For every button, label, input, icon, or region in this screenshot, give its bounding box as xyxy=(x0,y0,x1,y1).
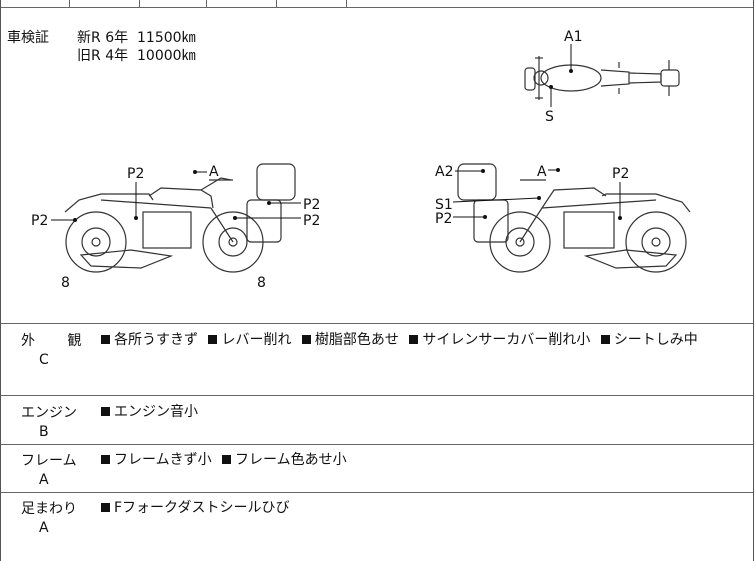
notes-engine: エンジン音小 xyxy=(101,401,204,421)
registration-unit: ㎞ xyxy=(181,48,196,64)
notes-suspension: Fフォークダストシールひび xyxy=(101,497,296,517)
section-title-exterior: 外 観 xyxy=(21,333,96,349)
bullet-square-icon xyxy=(409,335,419,344)
grade-suspension: A xyxy=(39,520,49,536)
registration-system: 旧R xyxy=(77,48,101,64)
bullet-square-icon xyxy=(101,455,110,464)
bullet-square-icon xyxy=(208,335,218,344)
registration-unit: ㎞ xyxy=(181,30,196,46)
leader-line xyxy=(193,170,207,174)
bullet-square-icon xyxy=(101,335,110,344)
leader-line xyxy=(134,182,138,220)
registration-odometer: 11500 xyxy=(137,30,182,46)
leader-line xyxy=(455,169,485,173)
damage-label-p2: P2 xyxy=(435,211,453,227)
damage-label-a2: A2 xyxy=(435,164,454,180)
damage-label-a: A xyxy=(209,164,219,180)
tire-mark-front: 8 xyxy=(61,275,70,291)
note-item: 各所うすきず xyxy=(114,332,198,348)
column-divider xyxy=(69,0,70,8)
motorcycle-top-view-diagram xyxy=(524,56,680,100)
registration-label: 車検証 xyxy=(7,30,49,46)
section-divider xyxy=(1,395,753,396)
registration-years: 6年 xyxy=(105,30,129,46)
damage-label-a1: A1 xyxy=(564,29,583,45)
leader-line xyxy=(569,44,573,73)
column-divider xyxy=(206,0,207,8)
leader-line xyxy=(618,182,622,220)
registration-years: 4年 xyxy=(105,48,129,64)
section-divider xyxy=(1,323,753,324)
damage-label-s1: S1 xyxy=(435,197,453,213)
section-divider xyxy=(1,444,753,445)
motorcycle-left-side-diagram xyxy=(64,163,296,273)
bullet-square-icon xyxy=(222,455,232,464)
note-item: サイレンサーカバー削れ小 xyxy=(422,332,591,348)
registration-odometer: 10000 xyxy=(137,48,182,64)
damage-label-p2: P2 xyxy=(612,166,630,182)
note-item: フレーム色あせ小 xyxy=(235,452,347,468)
bullet-square-icon xyxy=(101,503,110,512)
leader-line xyxy=(267,201,301,205)
grade-frame: A xyxy=(39,472,49,488)
notes-exterior: 各所うすきず レバー削れ 樹脂部色あせ サイレンサーカバー削れ小 シートしみ中 xyxy=(101,329,704,349)
registration-row: 旧R 4年 10000㎞ xyxy=(77,47,196,65)
leader-line xyxy=(549,85,553,107)
leader-line xyxy=(548,168,560,172)
top-border xyxy=(1,7,753,8)
leader-line xyxy=(233,216,301,220)
bullet-square-icon xyxy=(301,335,311,344)
column-divider xyxy=(276,0,277,8)
leader-line xyxy=(452,196,541,203)
damage-label-p2: P2 xyxy=(127,166,145,182)
note-item: 樹脂部色あせ xyxy=(314,332,399,348)
damage-label-p2: P2 xyxy=(31,213,49,229)
tire-mark-rear: 8 xyxy=(257,275,266,291)
section-title-engine: エンジン xyxy=(21,405,77,421)
bullet-square-icon xyxy=(101,407,110,416)
damage-label-p2: P2 xyxy=(303,213,321,229)
notes-frame: フレームきず小 フレーム色あせ小 xyxy=(101,449,353,469)
note-item: シートしみ中 xyxy=(613,332,698,348)
damage-label-s: S xyxy=(545,109,554,125)
grade-engine: B xyxy=(39,424,49,440)
motorcycle-right-side-diagram xyxy=(457,163,691,273)
section-title-suspension: 足まわり xyxy=(21,501,77,517)
note-item: フレームきず小 xyxy=(114,452,212,468)
section-divider xyxy=(1,492,753,493)
registration-system: 新R xyxy=(77,30,101,46)
damage-label-a: A xyxy=(537,164,547,180)
note-item: レバー削れ xyxy=(221,332,292,348)
column-divider xyxy=(346,0,347,8)
bullet-square-icon xyxy=(600,335,610,344)
damage-label-p2: P2 xyxy=(303,197,321,213)
registration-row: 新R 6年 11500㎞ xyxy=(77,29,196,47)
section-title-frame: フレーム xyxy=(21,453,77,469)
column-divider xyxy=(139,0,140,8)
leader-line xyxy=(51,218,77,222)
grade-exterior: C xyxy=(39,352,49,368)
note-item: エンジン音小 xyxy=(114,404,198,420)
note-item: Fフォークダストシールひび xyxy=(114,500,290,516)
leader-line xyxy=(453,215,487,219)
